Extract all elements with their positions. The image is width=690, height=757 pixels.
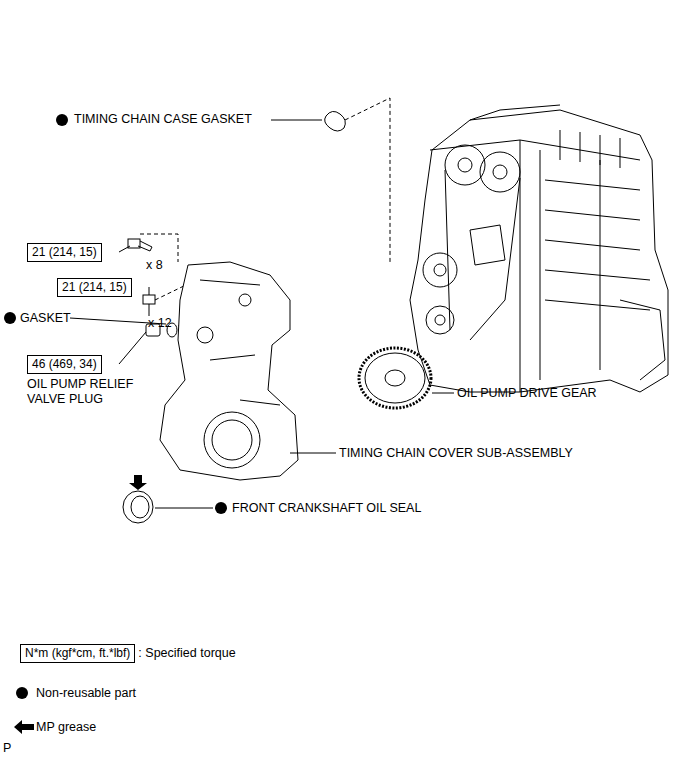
legend-text: Non-reusable part xyxy=(36,686,136,701)
legend-text: : Specified torque xyxy=(138,646,235,661)
part-label: OIL PUMP DRIVE GEAR xyxy=(457,386,597,401)
legend-text: MP grease xyxy=(36,720,96,735)
oil-pump-drive-gear xyxy=(359,348,431,408)
torque-box: 21 (214, 15) xyxy=(57,278,132,297)
torque-box: 46 (469, 34) xyxy=(27,355,102,374)
seal-bore xyxy=(204,412,260,468)
engine-assembly xyxy=(410,105,668,392)
part-label: P xyxy=(3,741,11,756)
part-label: FRONT CRANKSHAFT OIL SEAL xyxy=(232,501,421,516)
bolt xyxy=(128,239,155,316)
torque-value: 46 (469, 34) xyxy=(32,357,97,371)
torque-box: N*m (kgf*cm, ft.*lbf) xyxy=(20,644,135,663)
part-label: OIL PUMP RELIEF VALVE PLUG xyxy=(27,377,139,407)
part-label: x 12 xyxy=(148,316,172,331)
front-crankshaft-oil-seal xyxy=(123,491,153,523)
part-label: TIMING CHAIN CASE GASKET xyxy=(74,112,252,127)
grease-arrow xyxy=(129,475,147,490)
torque-value: N*m (kgf*cm, ft.*lbf) xyxy=(25,646,130,660)
non-reusable-mark xyxy=(4,114,227,699)
part-label: TIMING CHAIN COVER SUB-ASSEMBLY xyxy=(339,446,573,461)
torque-value: 21 (214, 15) xyxy=(62,280,127,294)
torque-box: 21 (214, 15) xyxy=(27,243,102,262)
case-gasket xyxy=(325,111,346,131)
part-label: GASKET xyxy=(20,311,71,326)
part-label: x 8 xyxy=(146,258,163,273)
timing-chain-cover xyxy=(160,262,298,480)
legend-grease-arrow xyxy=(14,720,34,734)
torque-value: 21 (214, 15) xyxy=(32,245,97,259)
